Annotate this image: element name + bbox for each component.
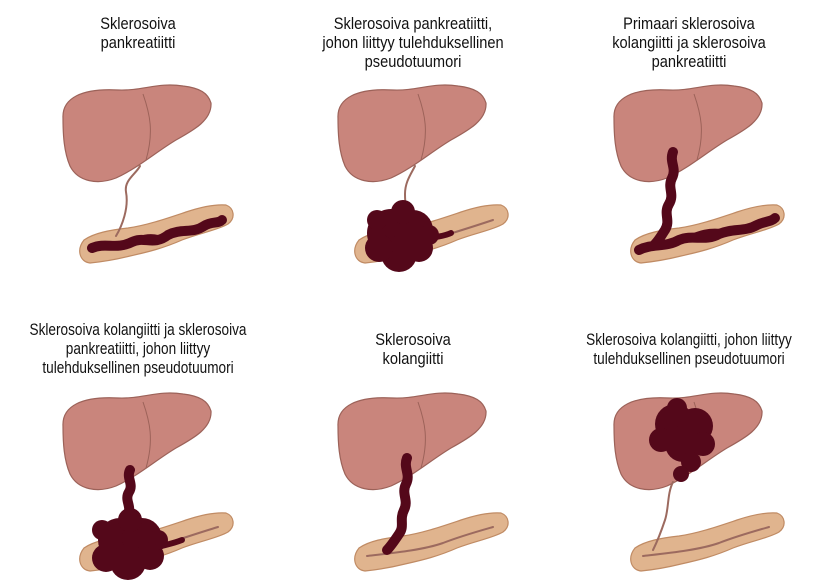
panel-title: Sklerosoiva kolangiitti ja sklerosoiva p…	[28, 320, 249, 377]
liver	[63, 393, 211, 490]
panel-cholangitis-with-pseudotumor: Sklerosoiva kolangiitti, johon liittyy t…	[551, 290, 827, 579]
title-line: Sklerosoiva kolangiitti, johon liittyy	[579, 330, 800, 349]
liver	[63, 85, 211, 182]
title-line: kolangiitti	[294, 349, 531, 368]
panel-title: Sklerosoiva pankreatiitti, johon liittyy…	[294, 14, 531, 71]
panel-title: Sklerosoiva kolangiitti, johon liittyy t…	[579, 330, 800, 368]
title-line: kolangiitti ja sklerosoiva	[570, 33, 807, 52]
title-line: Sklerosoiva	[19, 14, 256, 33]
title-line: johon liittyy tulehduksellinen	[294, 33, 531, 52]
lesion-bile-duct	[127, 470, 130, 514]
panel-cholangitis-and-pancreatitis: Primaari sklerosoiva kolangiitti ja skle…	[551, 0, 827, 290]
liver-pancreas-illustration	[333, 378, 513, 583]
liver-pancreas-illustration	[58, 378, 238, 583]
pancreas	[355, 513, 508, 571]
title-line: pankreatiitti	[570, 52, 807, 71]
liver-pancreas-illustration	[333, 70, 513, 275]
title-line: pankreatiitti	[19, 33, 256, 52]
title-line: pankreatiitti, johon liittyy	[28, 339, 249, 358]
panel-pancreatitis-with-pseudotumor: Sklerosoiva pankreatiitti, johon liittyy…	[275, 0, 551, 290]
pseudotumor-mass	[92, 508, 168, 580]
title-line: Sklerosoiva kolangiitti ja sklerosoiva	[28, 320, 249, 339]
panel-title: Sklerosoiva kolangiitti	[294, 330, 531, 368]
title-line: tulehduksellinen pseudotuumori	[579, 349, 800, 368]
liver	[338, 85, 486, 182]
panel-title: Sklerosoiva pankreatiitti	[19, 14, 256, 52]
pancreas	[631, 513, 784, 571]
title-line: Sklerosoiva	[294, 330, 531, 349]
title-line: Sklerosoiva pankreatiitti,	[294, 14, 531, 33]
title-line: tulehduksellinen pseudotuumori	[28, 358, 249, 377]
title-line: Primaari sklerosoiva	[570, 14, 807, 33]
title-line: pseudotuumori	[294, 52, 531, 71]
panel-sclerosing-pancreatitis: Sklerosoiva pankreatiitti	[0, 0, 276, 290]
panel-title: Primaari sklerosoiva kolangiitti ja skle…	[570, 14, 807, 71]
liver	[614, 85, 762, 182]
panel-cholangitis-pancreatitis-pseudotumor: Sklerosoiva kolangiitti ja sklerosoiva p…	[0, 290, 276, 579]
liver-pancreas-illustration	[609, 70, 789, 275]
panel-sclerosing-cholangitis: Sklerosoiva kolangiitti	[275, 290, 551, 579]
liver-pancreas-illustration	[609, 378, 789, 583]
pancreas	[80, 205, 233, 263]
liver-pancreas-illustration	[58, 70, 238, 275]
